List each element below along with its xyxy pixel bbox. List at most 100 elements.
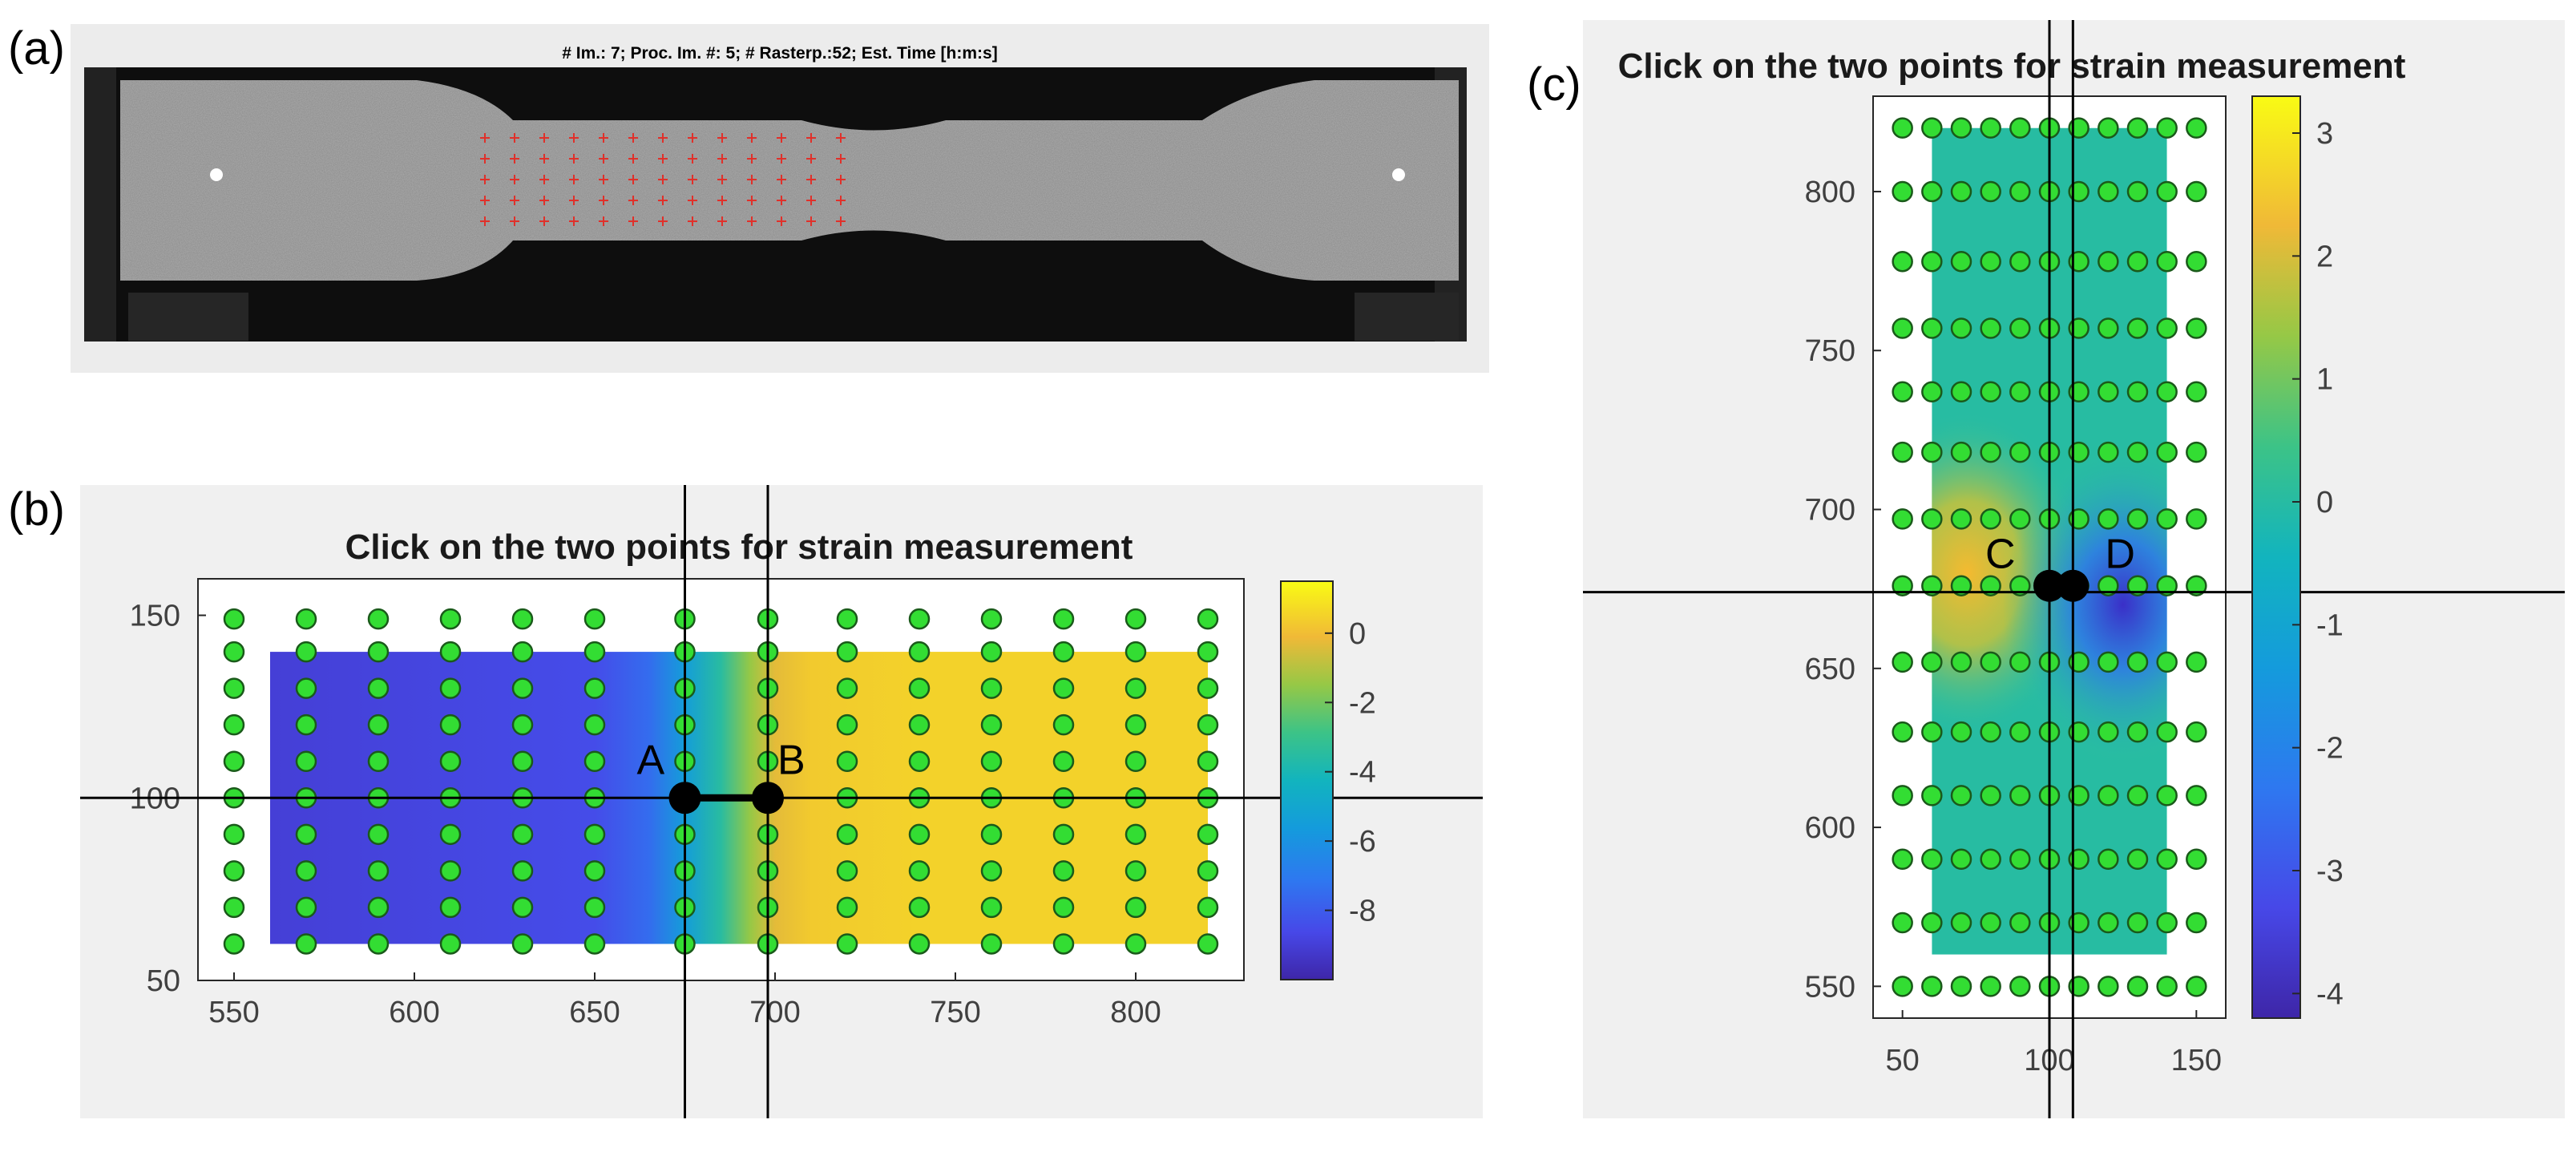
grid-marker[interactable] <box>1921 441 1943 463</box>
grid-marker[interactable] <box>223 896 245 919</box>
grid-marker[interactable] <box>439 860 462 882</box>
grid-marker[interactable] <box>1892 508 1913 530</box>
grid-marker[interactable] <box>908 641 931 663</box>
grid-marker[interactable] <box>511 823 534 846</box>
grid-marker[interactable] <box>295 608 317 630</box>
grid-marker[interactable] <box>1052 933 1075 955</box>
grid-marker[interactable] <box>1950 317 1972 339</box>
grid-marker[interactable] <box>1892 911 1913 934</box>
grid-marker[interactable] <box>836 713 858 736</box>
grid-marker[interactable] <box>439 933 462 955</box>
grid-marker[interactable] <box>2186 441 2207 463</box>
grid-marker[interactable] <box>2009 575 2031 596</box>
grid-marker[interactable] <box>1892 785 1913 806</box>
grid-marker[interactable] <box>1950 250 1972 273</box>
grid-marker[interactable] <box>2156 911 2178 934</box>
grid-marker[interactable] <box>1052 750 1075 772</box>
grid-marker[interactable] <box>583 933 606 955</box>
grid-marker[interactable] <box>1921 117 1943 139</box>
grid-marker[interactable] <box>2098 180 2119 203</box>
grid-marker[interactable] <box>836 823 858 846</box>
grid-marker[interactable] <box>511 713 534 736</box>
grid-marker[interactable] <box>1124 641 1147 663</box>
grid-marker[interactable] <box>1950 508 1972 530</box>
grid-marker[interactable] <box>1892 721 1913 743</box>
grid-marker[interactable] <box>367 860 390 882</box>
grid-marker[interactable] <box>439 896 462 919</box>
grid-marker[interactable] <box>2126 250 2149 273</box>
grid-marker[interactable] <box>836 750 858 772</box>
grid-marker[interactable] <box>1950 117 1972 139</box>
grid-marker[interactable] <box>2126 441 2149 463</box>
selected-point-d[interactable] <box>2057 569 2089 602</box>
grid-marker[interactable] <box>1980 441 2001 463</box>
grid-marker[interactable] <box>1892 381 1913 403</box>
grid-marker[interactable] <box>1197 608 1219 630</box>
grid-marker[interactable] <box>295 750 317 772</box>
grid-marker[interactable] <box>367 823 390 846</box>
grid-marker[interactable] <box>1980 381 2001 403</box>
grid-marker[interactable] <box>223 641 245 663</box>
grid-marker[interactable] <box>2009 508 2031 530</box>
grid-marker[interactable] <box>223 677 245 699</box>
grid-marker[interactable] <box>908 933 931 955</box>
grid-marker[interactable] <box>1921 785 1943 806</box>
grid-marker[interactable] <box>2009 441 2031 463</box>
grid-marker[interactable] <box>908 896 931 919</box>
grid-marker[interactable] <box>1921 180 1943 203</box>
grid-marker[interactable] <box>2156 651 2178 673</box>
grid-marker[interactable] <box>2098 508 2119 530</box>
grid-marker[interactable] <box>2009 721 2031 743</box>
grid-marker[interactable] <box>980 933 1003 955</box>
grid-marker[interactable] <box>2186 911 2207 934</box>
grid-marker[interactable] <box>1980 721 2001 743</box>
grid-marker[interactable] <box>1052 608 1075 630</box>
grid-marker[interactable] <box>1980 575 2001 596</box>
grid-marker[interactable] <box>2126 976 2149 997</box>
grid-marker[interactable] <box>223 608 245 630</box>
grid-marker[interactable] <box>1124 713 1147 736</box>
grid-marker[interactable] <box>1124 860 1147 882</box>
grid-marker[interactable] <box>2156 250 2178 273</box>
grid-marker[interactable] <box>1921 848 1943 870</box>
grid-marker[interactable] <box>1950 848 1972 870</box>
grid-marker[interactable] <box>2186 117 2207 139</box>
grid-marker[interactable] <box>583 896 606 919</box>
grid-marker[interactable] <box>980 641 1003 663</box>
grid-marker[interactable] <box>980 860 1003 882</box>
grid-marker[interactable] <box>2098 721 2119 743</box>
grid-marker[interactable] <box>1950 180 1972 203</box>
grid-marker[interactable] <box>1124 933 1147 955</box>
grid-marker[interactable] <box>2126 180 2149 203</box>
grid-marker[interactable] <box>511 641 534 663</box>
grid-marker[interactable] <box>2156 441 2178 463</box>
grid-marker[interactable] <box>836 896 858 919</box>
grid-marker[interactable] <box>223 750 245 772</box>
grid-marker[interactable] <box>583 608 606 630</box>
grid-marker[interactable] <box>223 713 245 736</box>
grid-marker[interactable] <box>1124 896 1147 919</box>
grid-marker[interactable] <box>1197 677 1219 699</box>
grid-marker[interactable] <box>439 823 462 846</box>
grid-marker[interactable] <box>295 677 317 699</box>
grid-marker[interactable] <box>836 641 858 663</box>
grid-marker[interactable] <box>2126 651 2149 673</box>
grid-marker[interactable] <box>1921 651 1943 673</box>
grid-marker[interactable] <box>2009 651 2031 673</box>
grid-marker[interactable] <box>2156 117 2178 139</box>
grid-marker[interactable] <box>1052 860 1075 882</box>
grid-marker[interactable] <box>2186 508 2207 530</box>
grid-marker[interactable] <box>1052 896 1075 919</box>
grid-marker[interactable] <box>1124 677 1147 699</box>
panel-b-title[interactable]: Click on the two points for strain measu… <box>345 527 1133 567</box>
grid-marker[interactable] <box>2009 317 2031 339</box>
grid-marker[interactable] <box>1197 641 1219 663</box>
grid-marker[interactable] <box>1921 317 1943 339</box>
grid-marker[interactable] <box>583 713 606 736</box>
grid-marker[interactable] <box>1980 848 2001 870</box>
grid-marker[interactable] <box>2126 721 2149 743</box>
grid-marker[interactable] <box>1950 976 1972 997</box>
grid-marker[interactable] <box>1892 575 1913 596</box>
grid-marker[interactable] <box>2186 976 2207 997</box>
grid-marker[interactable] <box>1197 713 1219 736</box>
